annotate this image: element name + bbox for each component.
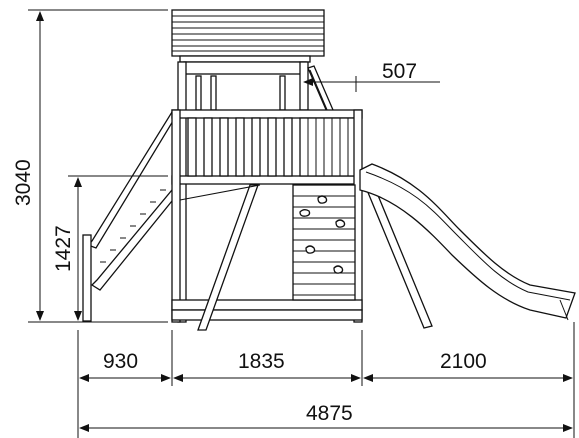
tower-posts	[177, 61, 309, 323]
main-frame	[171, 109, 363, 323]
label-3040: 3040	[12, 159, 35, 206]
climbing-holds	[299, 195, 346, 274]
railing-balusters	[171, 109, 363, 185]
label-4875: 4875	[306, 402, 353, 425]
label-1427: 1427	[52, 225, 75, 272]
dimension-platform-height: 1427	[52, 175, 168, 321]
label-930: 930	[103, 350, 138, 373]
label-1835: 1835	[238, 350, 285, 373]
roof	[171, 9, 325, 75]
diagonal-braces	[179, 175, 433, 331]
stair-rail	[82, 110, 177, 322]
dimension-total-height: 3040	[12, 9, 168, 323]
slide	[359, 163, 576, 321]
dimension-widths: 930 1835 2100 4875	[77, 322, 575, 438]
dimension-roof-offset: 507	[303, 60, 440, 92]
label-507: 507	[382, 60, 417, 83]
climbing-wall	[292, 184, 356, 301]
label-2100: 2100	[440, 350, 487, 373]
